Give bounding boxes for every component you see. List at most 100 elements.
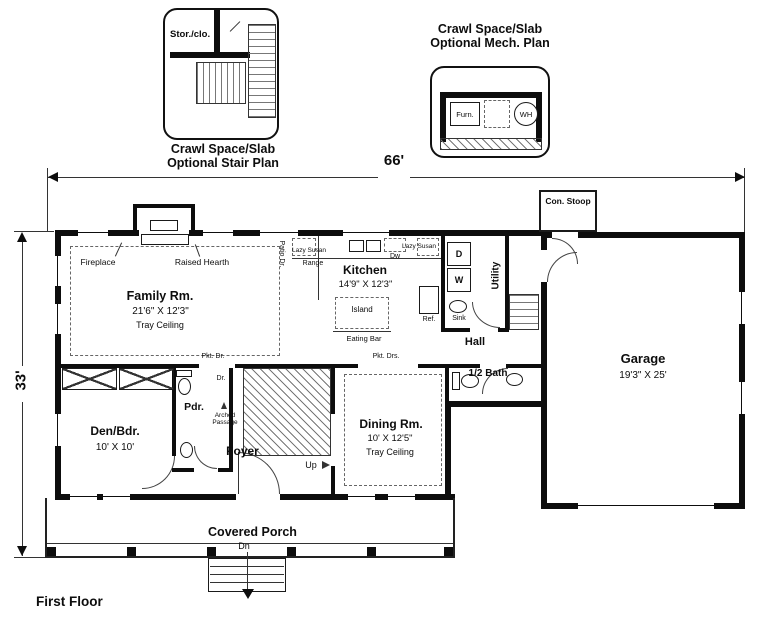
- up-label: Up: [305, 460, 317, 470]
- inset-stairs: [196, 62, 246, 104]
- lazy-susan-corner: [417, 238, 439, 256]
- wall-mid: [418, 364, 541, 368]
- porch-post: [47, 547, 56, 556]
- lazy-susan-corner: [292, 238, 316, 256]
- stoop-door-opening: [552, 232, 578, 238]
- dim-arrow-right: [735, 172, 745, 182]
- wall-mid: [235, 364, 358, 368]
- dim-arrow-left: [48, 172, 58, 182]
- firebox: [150, 220, 178, 231]
- wall-pdr-east: [229, 368, 233, 468]
- dining-room-name: Dining Rm.: [359, 417, 423, 431]
- dining-room-size: 10' X 12'5": [367, 433, 413, 444]
- inset-wall: [536, 92, 542, 142]
- island-label: Island: [351, 305, 373, 314]
- refrigerator-box: [419, 286, 439, 314]
- dim-width-label: 66': [383, 152, 405, 169]
- toilet-tank: [452, 372, 460, 390]
- porch-post: [367, 547, 376, 556]
- kitchen-sink-bowl: [366, 240, 381, 252]
- front-door-opening: [236, 494, 280, 500]
- dim-extension: [47, 168, 48, 232]
- dishwasher-box: [384, 238, 406, 252]
- wall-den-east: [172, 368, 176, 456]
- family-room-ceiling: Tray Ceiling: [136, 320, 184, 330]
- dim-line: [48, 177, 378, 178]
- stoop-label: Con. Stoop: [545, 196, 591, 206]
- garage-window: [739, 382, 745, 414]
- eating-bar-edge: [333, 331, 391, 332]
- dim-extension: [14, 231, 54, 232]
- dryer-label: D: [455, 249, 463, 259]
- first-floor-title: First Floor: [36, 594, 103, 609]
- wall-dining-west-lower: [331, 466, 335, 494]
- dryer-box: D: [447, 242, 471, 266]
- washer-label: W: [454, 275, 464, 285]
- window: [78, 230, 108, 236]
- caption-line2: Optional Stair Plan: [167, 156, 279, 170]
- stair-inset-caption: Crawl Space/Slab Optional Stair Plan: [142, 142, 304, 170]
- counter-edge: [318, 236, 319, 300]
- powder-name: Pdr.: [184, 401, 204, 413]
- pocket-door-label: Pkt. Dr.: [201, 353, 225, 360]
- den-closet-bifold: [119, 368, 174, 390]
- dim-line: [22, 238, 23, 366]
- dishwasher-label: Dw: [389, 253, 401, 260]
- porch-post: [444, 547, 453, 556]
- bath-door-opening: [480, 364, 506, 368]
- dim-arrow-up: [17, 232, 27, 242]
- water-heater-label: WH: [519, 109, 533, 119]
- garage-size: 19'3" X 25': [619, 370, 667, 381]
- dim-line: [22, 402, 23, 556]
- counter-edge: [292, 258, 441, 259]
- caption-line1: Crawl Space/Slab: [170, 142, 276, 156]
- wall-rear: [55, 230, 545, 236]
- powder-sink: [180, 442, 193, 458]
- window: [388, 494, 415, 500]
- garage-door: [578, 503, 714, 509]
- range-label: Range: [302, 260, 324, 267]
- stairs-up: [243, 368, 331, 456]
- sink-label: Sink: [452, 315, 466, 322]
- stoop-outline: [539, 190, 597, 232]
- utility-name: Utility: [490, 261, 502, 290]
- dim-extension: [744, 168, 745, 232]
- dn-label: Dn: [238, 541, 250, 551]
- family-room-size: 21'6" X 12'3": [132, 306, 189, 317]
- lazy-susan-label: Lazy Susan: [402, 243, 436, 250]
- dim-arrow-down: [17, 546, 27, 556]
- utility-sink: [449, 300, 467, 313]
- garage-walls: [541, 232, 745, 509]
- kitchen-size: 14'9" X 12'3": [338, 279, 393, 290]
- island-outline: [335, 297, 389, 329]
- fireplace-opening: [139, 230, 189, 236]
- hall-name: Hall: [464, 336, 486, 348]
- raised-hearth-box: [141, 234, 189, 245]
- toilet-tank: [176, 370, 192, 377]
- arched-passage-label: Arched Passage: [212, 412, 238, 427]
- raised-hearth-label: Raised Hearth: [174, 257, 230, 267]
- window: [103, 494, 130, 500]
- family-room-name: Family Rm.: [126, 289, 194, 303]
- pocket-doors-label: Pkt. Drs.: [372, 353, 400, 360]
- pdr-door-opening: [194, 468, 218, 472]
- furnace-label: Furn.: [456, 109, 474, 119]
- toilet-bowl: [461, 374, 479, 388]
- den-name: Den/Bdr.: [90, 424, 140, 438]
- porch-name: Covered Porch: [208, 525, 297, 539]
- family-tray-ceiling-outline: [70, 246, 280, 356]
- dining-tray-ceiling-outline: [344, 374, 442, 486]
- stair-inset-label: Stor./clo.: [170, 29, 211, 40]
- wall-mid: [59, 364, 199, 368]
- water-heater: WH: [514, 102, 538, 126]
- dim-line: [410, 177, 744, 178]
- window: [55, 414, 61, 446]
- wall-dining-west-upper: [331, 368, 335, 414]
- wall-kitchen-east: [441, 236, 445, 332]
- kitchen-name: Kitchen: [342, 263, 387, 277]
- wall-bath-west: [445, 368, 449, 401]
- wall-utility-east: [505, 236, 509, 332]
- caption-line1: Crawl Space/Slab: [437, 22, 543, 36]
- inset-wall: [440, 92, 542, 98]
